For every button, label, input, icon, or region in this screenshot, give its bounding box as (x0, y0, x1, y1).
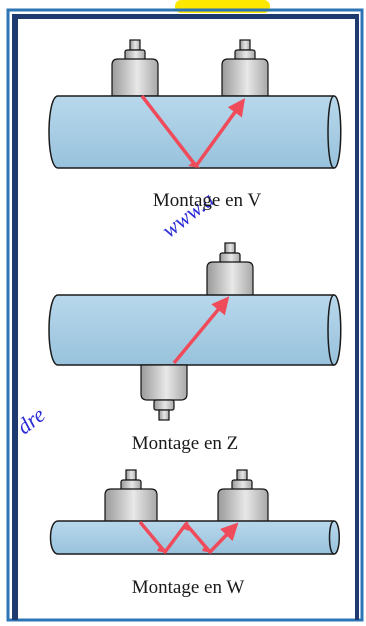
z-beam (172, 296, 230, 365)
frame-left-bar (12, 14, 18, 620)
z-pipe (48, 294, 342, 366)
z-sensor-bottom (140, 364, 188, 421)
outer-frame (6, 8, 364, 622)
w-sensor-right (217, 469, 269, 523)
v-beam-start-head (188, 161, 200, 168)
v-sensor-right (221, 39, 269, 97)
v-mount-group: Montage en V (48, 39, 342, 211)
frame-top-bar (12, 14, 359, 19)
v-sensor-left (111, 39, 159, 97)
w-mount-group: Montage en W (49, 469, 340, 598)
w-beam-head-1 (157, 545, 167, 553)
w-sensor-left (104, 469, 158, 523)
w-pipe (49, 520, 340, 555)
frame-right-bar (355, 14, 359, 620)
v-pipe (48, 95, 342, 169)
w-beam-head-3 (202, 545, 212, 553)
v-pipe-end (327, 95, 335, 169)
caption-v: Montage en V (153, 190, 262, 211)
z-sensor-top (206, 242, 254, 298)
z-pipe-end (327, 294, 335, 366)
caption-w: Montage en W (132, 577, 245, 598)
w-beam-head-2 (181, 521, 189, 531)
z-mount-group: Montage en Z (48, 242, 342, 454)
w-pipe-end (328, 520, 335, 555)
caption-z: Montage en Z (132, 433, 239, 454)
